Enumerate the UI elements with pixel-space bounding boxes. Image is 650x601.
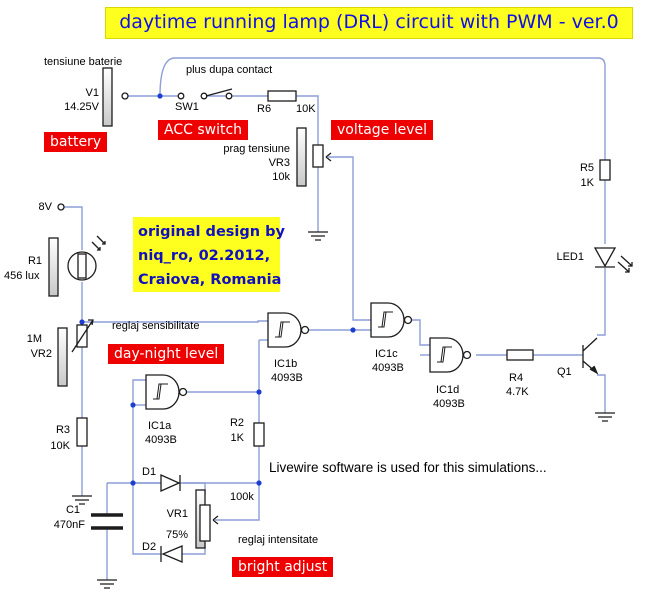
vr2-name: VR2 (30, 348, 52, 360)
sw1-description: plus dupa contact (186, 64, 273, 76)
ic1b-nand-gate (267, 312, 310, 348)
d2-diode (160, 545, 183, 563)
c1-value: 470nF (53, 519, 85, 531)
r5-value: 1K (580, 177, 594, 189)
supply-8v-terminal (57, 203, 65, 211)
r4-resistor (506, 349, 534, 361)
ic1c-name: IC1c (375, 348, 398, 360)
ic1b-part: 4093B (271, 372, 303, 384)
r2-resistor (253, 422, 265, 447)
supply-8v-label: 8V (38, 201, 52, 213)
r5-resistor (599, 159, 611, 181)
r6-value: 10K (296, 103, 316, 115)
ground-symbol-vr3 (308, 231, 328, 241)
ic1a-part: 4093B (145, 434, 177, 446)
led1-name: LED1 (556, 251, 584, 263)
v1-terminal (121, 92, 129, 100)
r3-name: R3 (55, 424, 70, 436)
junction-dots (79, 93, 356, 486)
r1-name: R1 (27, 255, 42, 267)
ground-symbol-c1 (97, 579, 117, 589)
ic1c-nand-gate (370, 302, 413, 338)
vr1-resistance: 100k (230, 491, 254, 503)
vr3-value: 10k (272, 171, 290, 183)
v1-description: tensiune baterie (44, 56, 123, 68)
ground-symbol-r3 (72, 495, 92, 505)
title-banner: daytime running lamp (DRL) circuit with … (105, 7, 633, 39)
vr2-value: 1M (26, 333, 42, 345)
ic1c-part: 4093B (372, 362, 404, 374)
r3-resistor (76, 417, 88, 447)
ic1d-nand-gate (429, 337, 472, 373)
sw1-name: SW1 (175, 101, 199, 113)
author-note: original design by niq_ro, 02.2012, Crai… (133, 217, 285, 292)
d1-diode (160, 473, 181, 493)
v1-battery-symbol (102, 67, 113, 127)
led1-diode (593, 247, 633, 273)
r5-name: R5 (579, 162, 594, 174)
title-text: daytime running lamp (DRL) circuit with … (119, 11, 619, 33)
ic1d-name: IC1d (436, 384, 460, 396)
ic1a-nand-gate (145, 374, 188, 410)
vr2-description: reglaj sensibilitate (112, 320, 200, 332)
battery-label: battery (44, 132, 108, 152)
q1-name: Q1 (557, 366, 572, 378)
voltage-level-label: voltage level (331, 120, 434, 140)
vr1-potentiometer (195, 489, 219, 549)
ic1a-name: IC1a (148, 420, 172, 432)
v1-value: 14.25V (64, 101, 99, 113)
ic1d-part: 4093B (433, 398, 465, 410)
author-note-text: original design by niq_ro, 02.2012, Crai… (138, 224, 285, 288)
vr3-description: prag tensiune (223, 143, 290, 155)
vr1-value: 75% (165, 529, 188, 541)
r2-value: 1K (230, 432, 244, 444)
v1-name: V1 (85, 87, 99, 99)
vr1-name: VR1 (166, 508, 188, 520)
r1-ldr (48, 235, 106, 297)
simulation-note: Livewire software is used for this simul… (269, 460, 547, 475)
vr3-name: VR3 (268, 157, 290, 169)
c1-name: C1 (65, 504, 80, 516)
ground-symbol-q1 (595, 412, 615, 422)
r6-name: R6 (257, 103, 272, 115)
r4-name: R4 (509, 372, 524, 384)
d2-name: D2 (142, 541, 157, 553)
ic1b-name: IC1b (274, 358, 298, 370)
vr1-description: reglaj intensitate (238, 534, 319, 546)
r3-value: 10K (50, 440, 70, 452)
r2-name: R2 (229, 417, 244, 429)
bright-adjust-label: bright adjust (232, 557, 334, 577)
q1-transistor (582, 337, 599, 375)
d1-name: D1 (142, 466, 157, 478)
day-night-level-label: day-night level (108, 344, 225, 364)
r1-value: 456 lux (4, 270, 40, 282)
c1-capacitor (91, 513, 123, 530)
r6-resistor (267, 90, 297, 102)
acc-switch-label: ACC switch (158, 120, 249, 140)
vr2-potentiometer (57, 319, 94, 387)
sw1-switch (177, 88, 233, 100)
vr3-potentiometer (296, 127, 332, 187)
r4-value: 4.7K (506, 386, 529, 398)
